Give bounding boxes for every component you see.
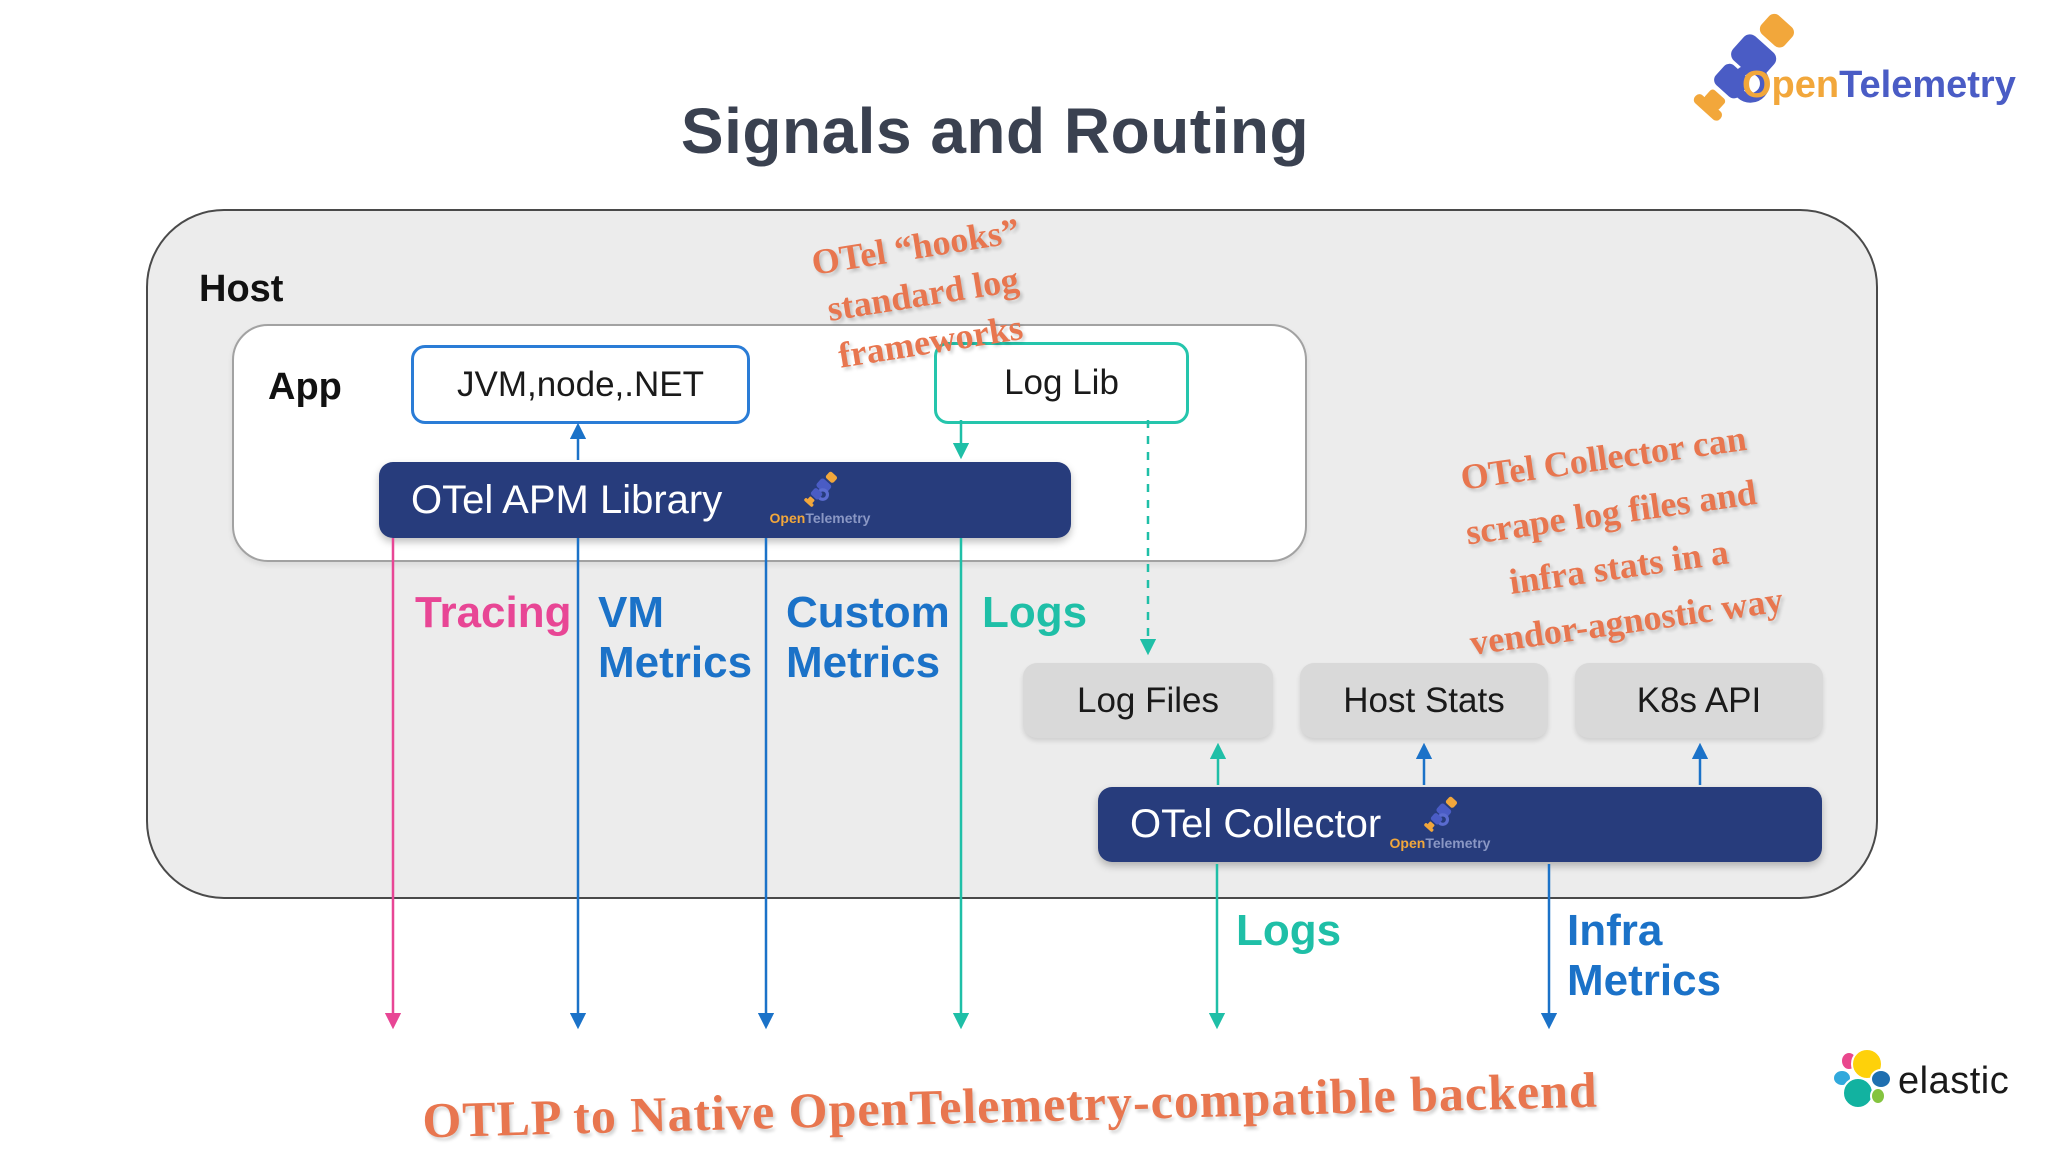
page-title: Signals and Routing [680,95,1310,167]
vm-metrics-label: VM Metrics [598,588,753,687]
app-label: App [268,366,342,408]
otlp-backend-annotation: OTLP to Native OpenTelemetry-compatible … [421,1061,1599,1149]
apm-bar-otel-logo: OpenTelemetry [760,468,880,526]
host-label: Host [199,268,284,310]
custom-metrics-label: Custom Metrics [786,588,950,687]
elastic-logo-icon [1832,1048,1892,1109]
collector-bar-label: OTel Collector [1130,802,1382,846]
log-lib-box: Log Lib [934,342,1189,424]
mini-wordmark-telemetry: Telemetry [805,510,871,526]
opentelemetry-telescope-icon [1693,13,1794,121]
mini-telescope-icon [804,471,838,507]
runtime-box: JVM,node,.NET [411,345,750,424]
tracing-label: Tracing [415,588,572,637]
log-files-box: Log Files [1023,663,1273,738]
elastic-wordmark: elastic [1898,1060,2010,1102]
logs-label: Logs [982,588,1088,637]
opentelemetry-wordmark: OpenTelemetry [1742,64,2016,107]
k8s-api-box: K8s API [1575,663,1823,738]
wordmark-open: Open [1742,64,1840,106]
collector-logs-label: Logs [1236,906,1342,955]
wordmark-telemetry: Telemetry [1839,64,2016,106]
apm-bar-label: OTel APM Library [411,477,723,522]
otel-apm-library-bar: OTel APM Library [379,462,1071,538]
infra-metrics-label: Infra Metrics [1567,906,1722,1005]
host-stats-box: Host Stats [1300,663,1548,738]
mini-wordmark-open: Open [1389,835,1426,851]
mini-wordmark-open: Open [769,510,806,526]
otel-collector-bar: OTel Collector [1098,787,1822,862]
collector-bar-otel-logo: OpenTelemetry [1380,793,1500,851]
mini-telescope-icon [1424,796,1458,832]
mini-wordmark-telemetry: Telemetry [1425,835,1491,851]
